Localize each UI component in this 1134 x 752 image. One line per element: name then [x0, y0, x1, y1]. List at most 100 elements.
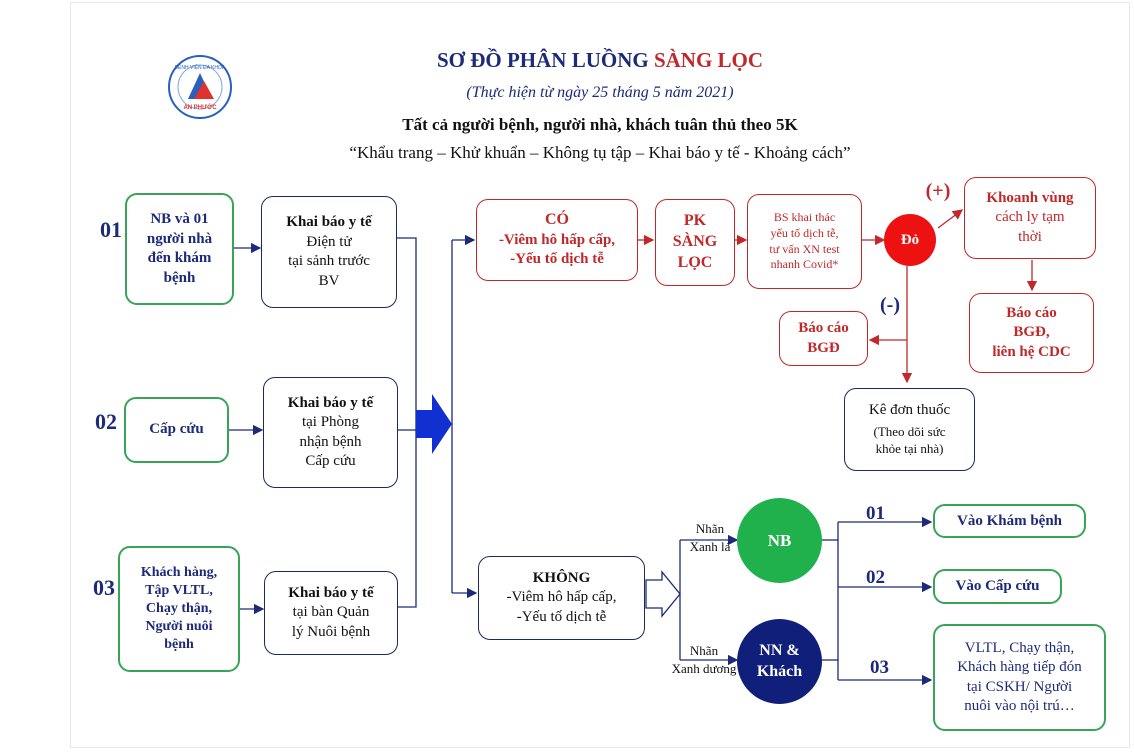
- declare-01-line-2: tại sảnh trước: [288, 253, 370, 269]
- pk-sang-loc-box: PK SÀNG LỌC: [655, 199, 735, 286]
- vao-cap-cuu-label: Vào Cấp cứu: [955, 578, 1040, 594]
- bao-cao-cdc-line-3: liên hệ CDC: [992, 343, 1071, 360]
- co-box: CÓ -Viêm hô hấp cấp, -Yếu tố dịch tễ: [476, 199, 638, 281]
- entry-03-line-2: Tập VLTL,: [145, 582, 213, 598]
- declare-01-line-1: Điện tử: [306, 233, 352, 250]
- entry-03-line-5: bệnh: [164, 637, 194, 653]
- entry-03-line-1: Khách hàng,: [140, 564, 218, 580]
- entry-01-line-4: bệnh: [163, 269, 196, 286]
- page-subtitle: (Thực hiện từ ngày 25 tháng 5 năm 2021): [466, 84, 734, 101]
- nn-label-1: NN &: [759, 641, 800, 659]
- khong-title: KHÔNG: [532, 569, 591, 586]
- noi-tru-line-1: VLTL, Chạy thận,: [964, 639, 1075, 656]
- logo-mark-icon: BỆNH VIỆN ĐA KHOA AN PHƯỚC: [175, 63, 226, 111]
- declare-02-line-3: Cấp cứu: [305, 453, 356, 469]
- nhan-xanh-la-line-1: Nhãn: [695, 521, 725, 536]
- arrow-do-khoanh: [937, 209, 964, 229]
- vao-kham-benh-box: Vào Khám bệnh: [933, 504, 1086, 538]
- bao-cao-cdc-line-1: Báo cáo: [1006, 304, 1057, 321]
- bao-cao-bgd-line-2: BGĐ: [807, 339, 840, 356]
- nb-label: NB: [767, 530, 792, 550]
- khoanh-line-3: thời: [1018, 228, 1042, 245]
- declare-03-line-1: tại bàn Quản: [292, 604, 370, 621]
- declare-02-line-1: tại Phòng: [301, 414, 360, 430]
- svg-text:BỆNH VIỆN ĐA KHOA: BỆNH VIỆN ĐA KHOA: [175, 63, 226, 71]
- khoanh-line-1: Khoanh vùng: [986, 189, 1074, 206]
- noi-tru-box: VLTL, Chạy thận, Khách hàng tiếp đón tại…: [933, 624, 1106, 731]
- khong-line-2: -Yếu tố dịch tễ: [516, 608, 607, 625]
- declare-02-line-2: nhận bệnh: [299, 433, 362, 450]
- rule-5k-heading: Tất cả người bệnh, người nhà, khách tuân…: [402, 115, 798, 134]
- khong-line-1: -Viêm hô hấp cấp,: [506, 589, 617, 606]
- bs-line-4: nhanh Covid*: [770, 257, 839, 272]
- noi-tru-line-3: tại CSKH/ Người: [966, 678, 1073, 695]
- bao-cao-cdc-box: Báo cáo BGĐ, liên hệ CDC: [969, 293, 1094, 373]
- minus-label: (-): [880, 294, 900, 316]
- co-title: CÓ: [545, 211, 569, 229]
- nhan-xanh-duong-line-1: Nhãn: [689, 643, 719, 658]
- page-title: SƠ ĐỒ PHÂN LUỒNG SÀNG LỌC: [400, 48, 800, 73]
- bao-cao-bgd-box: Báo cáo BGĐ: [779, 311, 868, 366]
- plus-label: (+): [925, 180, 951, 202]
- entry-01-line-3: đến khám: [147, 250, 212, 266]
- bs-line-2: yếu tố dịch tễ,: [770, 225, 839, 240]
- khoanh-line-2: cách ly tạm: [995, 209, 1065, 226]
- bao-cao-bgd-line-1: Báo cáo: [798, 320, 849, 336]
- bao-cao-cdc-line-2: BGĐ,: [1013, 324, 1050, 341]
- vao-cap-cuu-box: Vào Cấp cứu: [933, 569, 1062, 604]
- nn-khach-circle: NN & Khách: [737, 619, 822, 704]
- row-number-01: 01: [100, 217, 122, 242]
- entry-box-02: Cấp cứu: [124, 397, 229, 463]
- title-part-2: SÀNG LỌC: [653, 48, 764, 72]
- nn-label-2: Khách: [756, 662, 803, 680]
- co-line-1: -Viêm hô hấp cấp,: [498, 231, 616, 248]
- nb-circle: NB: [737, 498, 822, 583]
- hospital-logo: BỆNH VIỆN ĐA KHOA AN PHƯỚC: [168, 55, 232, 119]
- declare-box-02: Khai báo y tế tại Phòng nhận bệnh Cấp cứ…: [263, 377, 398, 488]
- bs-line-1: BS khai thác: [773, 210, 836, 225]
- svg-text:AN PHƯỚC: AN PHƯỚC: [183, 103, 217, 111]
- entry-01-line-1: NB và 01: [150, 211, 209, 227]
- ke-don-thuoc-box: Kê đơn thuốc (Theo dõi sức khỏe tại nhà): [844, 388, 975, 471]
- label-nhan-xanh-duong: Nhãn Xanh dương: [662, 642, 746, 677]
- khong-box: KHÔNG -Viêm hô hấp cấp, -Yếu tố dịch tễ: [478, 556, 645, 640]
- pk-line-1: PK: [683, 212, 707, 230]
- declare-02-title: Khai báo y tế: [287, 394, 374, 411]
- entry-03-line-3: Chạy thận,: [145, 600, 213, 616]
- bs-line-3: tư vấn XN test: [769, 241, 840, 256]
- entry-03-line-4: Người nuôi: [145, 619, 213, 635]
- declare-03-line-2: lý Nuôi bệnh: [291, 623, 371, 640]
- pk-line-3: LỌC: [677, 253, 713, 271]
- label-nhan-xanh-la: Nhãn Xanh lá: [680, 520, 740, 555]
- pk-line-2: SÀNG: [672, 233, 718, 251]
- nhan-xanh-la-line-2: Xanh lá: [689, 538, 731, 554]
- co-line-2: -Yếu tố dịch tễ: [510, 251, 604, 268]
- ke-don-title: Kê đơn thuốc: [868, 402, 951, 419]
- declare-01-title: Khai báo y tế: [286, 214, 372, 230]
- row-number-02: 02: [95, 409, 117, 434]
- noi-tru-line-4: nuôi vào nội trú…: [964, 698, 1075, 714]
- declare-01-line-3: BV: [318, 272, 340, 289]
- ke-don-line-1: (Theo dõi sức: [873, 423, 946, 439]
- big-blue-arrow: [416, 394, 452, 454]
- declare-box-03: Khai báo y tế tại bàn Quản lý Nuôi bệnh: [264, 571, 398, 655]
- nhan-xanh-duong-line-2: Xanh dương: [671, 660, 737, 676]
- out-number-02: 02: [866, 567, 885, 588]
- row-number-03: 03: [93, 575, 115, 600]
- entry-box-01: NB và 01 người nhà đến khám bệnh: [125, 193, 234, 305]
- page-frame: [70, 2, 1130, 748]
- hollow-arrow: [645, 570, 681, 618]
- noi-tru-line-2: Khách hàng tiếp đón: [957, 659, 1082, 675]
- declare-box-01: Khai báo y tế Điện tử tại sảnh trước BV: [261, 196, 397, 308]
- link-declare-01: [397, 237, 417, 608]
- do-circle: Đỏ: [884, 214, 936, 266]
- declare-03-title: Khai báo y tế: [288, 584, 374, 601]
- ke-don-line-2: khỏe tại nhà): [875, 440, 944, 456]
- title-part-1: SƠ ĐỒ PHÂN LUỒNG: [436, 48, 654, 72]
- khoanh-vung-box: Khoanh vùng cách ly tạm thời: [964, 177, 1096, 259]
- out-number-03: 03: [870, 657, 889, 678]
- entry-01-line-2: người nhà: [146, 230, 213, 247]
- rule-5k-list: “Khẩu trang – Khử khuẩn – Không tụ tập –…: [349, 143, 851, 162]
- bs-box: BS khai thác yếu tố dịch tễ, tư vấn XN t…: [747, 194, 862, 289]
